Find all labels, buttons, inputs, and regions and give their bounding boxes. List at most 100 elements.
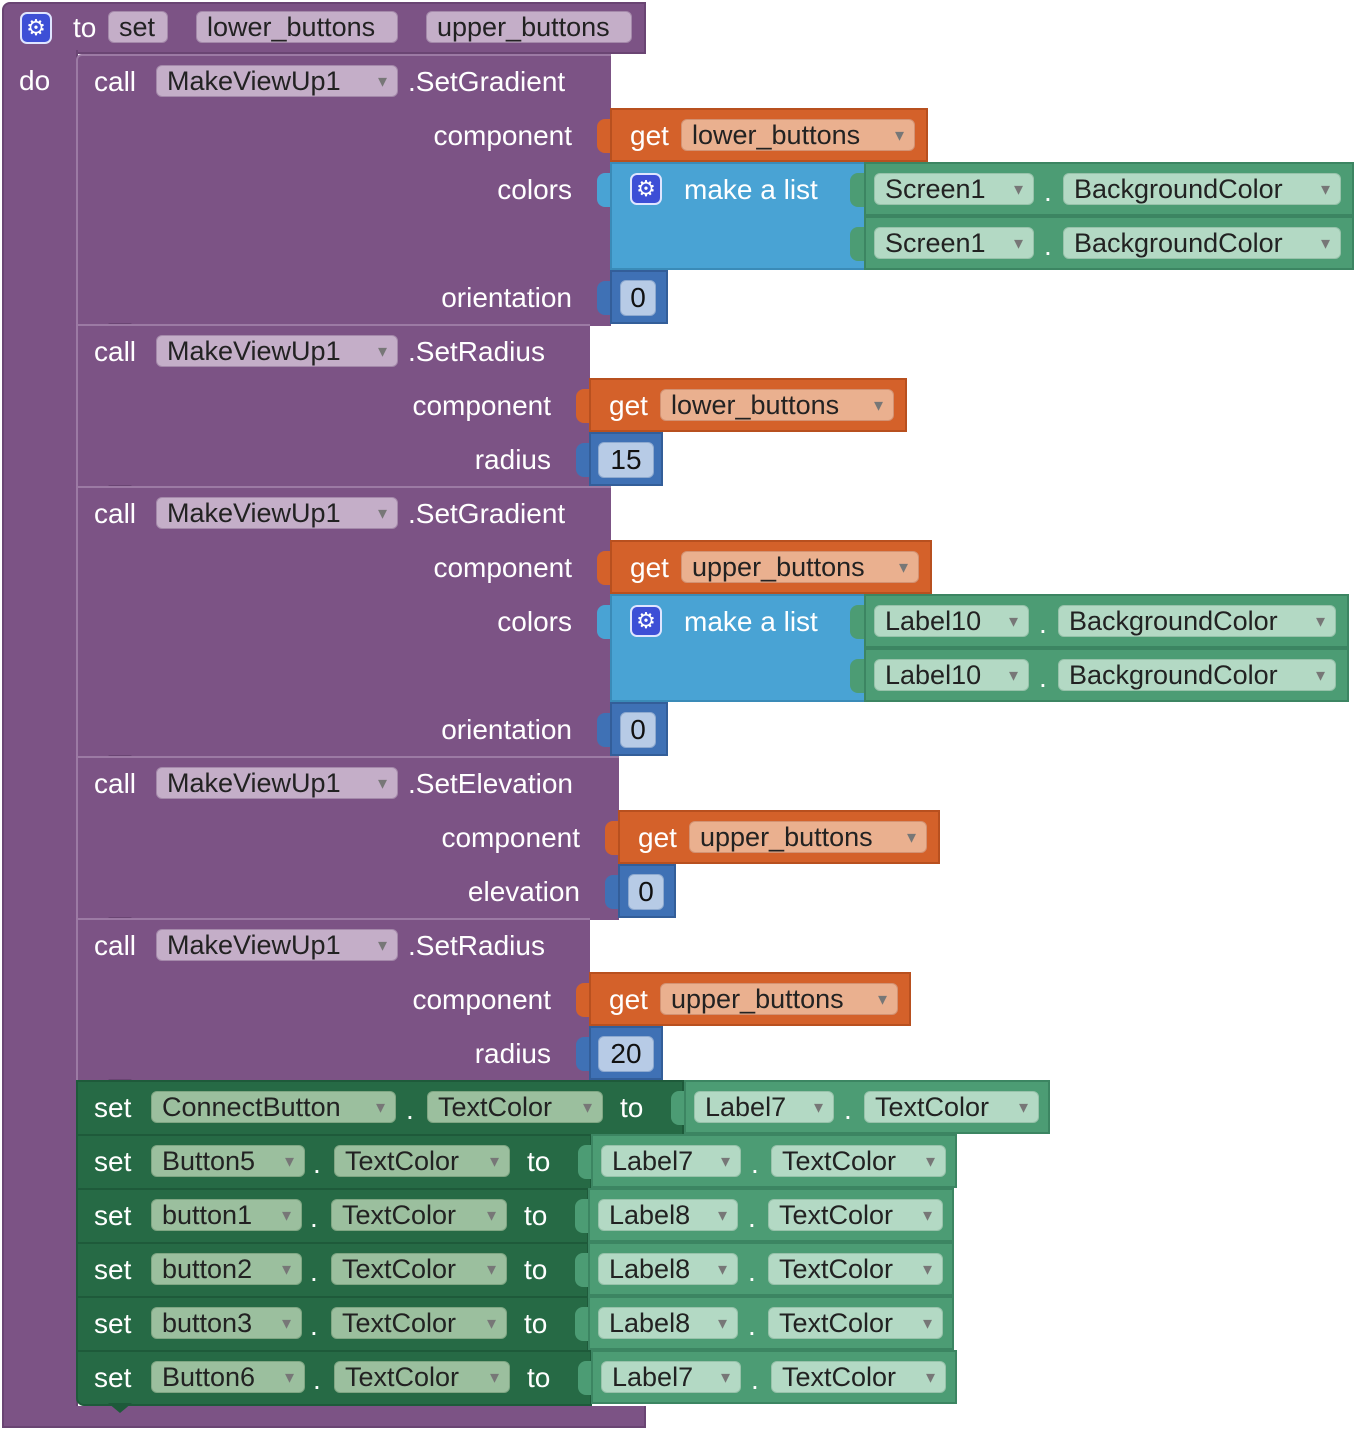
component-dropdown[interactable]: Label8 <box>598 1307 738 1339</box>
component-dropdown[interactable]: MakeViewUp1 <box>156 65 398 97</box>
dot-separator: . <box>1039 662 1047 693</box>
property-dropdown[interactable]: TextColor <box>768 1253 943 1285</box>
component-dropdown[interactable]: MakeViewUp1 <box>156 335 398 367</box>
get-label: get <box>609 390 648 421</box>
component-dropdown[interactable]: Label8 <box>598 1199 738 1231</box>
property-dropdown[interactable]: BackgroundColor <box>1058 659 1336 691</box>
variable-dropdown[interactable]: lower_buttons <box>660 389 894 421</box>
method-label: .SetRadius <box>408 336 545 367</box>
component-dropdown[interactable]: Screen1 <box>874 173 1034 205</box>
component-dropdown[interactable]: Label10 <box>874 605 1029 637</box>
dot-separator: . <box>313 1364 321 1395</box>
orientation-socket-label: orientation <box>441 282 572 313</box>
method-label: .SetGradient <box>408 66 566 97</box>
variable-dropdown[interactable]: upper_buttons <box>689 821 927 853</box>
number-field[interactable]: 0 <box>620 280 656 316</box>
to-label: to <box>527 1146 551 1177</box>
dot-separator: . <box>313 1148 321 1179</box>
set-label: set <box>94 1092 132 1123</box>
socket-connector <box>578 1361 592 1395</box>
variable-dropdown[interactable]: lower_buttons <box>681 119 915 151</box>
property-dropdown[interactable]: TextColor <box>768 1307 943 1339</box>
property-dropdown[interactable]: TextColor <box>771 1145 946 1177</box>
component-dropdown[interactable]: Label7 <box>601 1361 741 1393</box>
socket-connector <box>597 173 611 207</box>
component-dropdown[interactable]: button3 <box>151 1307 302 1339</box>
socket-connector <box>597 551 611 585</box>
colors-socket-label: colors <box>497 174 572 205</box>
component-dropdown[interactable]: MakeViewUp1 <box>156 929 398 961</box>
call-label: call <box>94 66 137 97</box>
get-label: get <box>630 120 669 151</box>
component-dropdown[interactable]: Button6 <box>151 1361 305 1393</box>
component-socket-label: component <box>412 390 551 421</box>
component-dropdown[interactable]: Label10 <box>874 659 1029 691</box>
variable-dropdown[interactable]: upper_buttons <box>660 983 898 1015</box>
block-notch <box>108 1403 132 1413</box>
property-dropdown[interactable]: TextColor <box>864 1091 1039 1123</box>
component-socket-label: component <box>433 552 572 583</box>
set-label: set <box>94 1308 132 1339</box>
component-dropdown[interactable]: button1 <box>151 1199 302 1231</box>
to-label: to <box>527 1362 551 1393</box>
socket-connector <box>576 983 590 1017</box>
component-socket-label: component <box>412 984 551 1015</box>
number-field[interactable]: 0 <box>628 874 664 910</box>
component-socket-label: component <box>441 822 580 853</box>
property-dropdown[interactable]: TextColor <box>771 1361 946 1393</box>
socket-connector <box>576 443 590 477</box>
procedure-name-field[interactable]: set <box>108 11 168 43</box>
component-dropdown[interactable]: MakeViewUp1 <box>156 767 398 799</box>
component-dropdown[interactable]: button2 <box>151 1253 302 1285</box>
socket-connector <box>575 1307 589 1341</box>
get-label: get <box>630 552 669 583</box>
property-dropdown[interactable]: BackgroundColor <box>1058 605 1336 637</box>
socket-connector <box>575 1253 589 1287</box>
property-dropdown[interactable]: TextColor <box>334 1145 510 1177</box>
property-dropdown[interactable]: TextColor <box>768 1199 943 1231</box>
dot-separator: . <box>1044 230 1052 261</box>
call-setgradient-block[interactable] <box>76 54 611 326</box>
procedure-body-spine <box>2 50 78 1428</box>
property-dropdown[interactable]: TextColor <box>331 1253 507 1285</box>
property-dropdown[interactable]: TextColor <box>427 1091 603 1123</box>
property-dropdown[interactable]: TextColor <box>331 1307 507 1339</box>
variable-dropdown[interactable]: upper_buttons <box>681 551 919 583</box>
gear-icon[interactable]: ⚙ <box>20 12 52 44</box>
call-setgradient-block[interactable] <box>76 486 611 758</box>
orientation-socket-label: orientation <box>441 714 572 745</box>
socket-connector <box>850 173 864 207</box>
number-field[interactable]: 20 <box>598 1036 654 1072</box>
dot-separator: . <box>748 1256 756 1287</box>
property-dropdown[interactable]: TextColor <box>331 1199 507 1231</box>
method-label: .SetGradient <box>408 498 566 529</box>
socket-connector <box>578 1145 592 1179</box>
dot-separator: . <box>748 1310 756 1341</box>
component-dropdown[interactable]: Label8 <box>598 1253 738 1285</box>
procedure-do-label: do <box>19 65 51 96</box>
procedure-to-label: to <box>73 12 97 43</box>
number-field[interactable]: 0 <box>620 712 656 748</box>
param-lower-buttons[interactable]: lower_buttons <box>196 11 398 43</box>
param-upper-buttons[interactable]: upper_buttons <box>426 11 632 43</box>
to-label: to <box>620 1092 644 1123</box>
dot-separator: . <box>310 1310 318 1341</box>
dot-separator: . <box>1044 176 1052 207</box>
make-list-label: make a list <box>684 606 818 637</box>
component-dropdown[interactable]: Button5 <box>151 1145 305 1177</box>
property-dropdown[interactable]: TextColor <box>334 1361 510 1393</box>
get-label: get <box>638 822 677 853</box>
component-dropdown[interactable]: Label7 <box>694 1091 834 1123</box>
component-dropdown[interactable]: ConnectButton <box>151 1091 396 1123</box>
property-dropdown[interactable]: BackgroundColor <box>1063 227 1341 259</box>
component-dropdown[interactable]: Label7 <box>601 1145 741 1177</box>
number-field[interactable]: 15 <box>598 442 654 478</box>
component-dropdown[interactable]: MakeViewUp1 <box>156 497 398 529</box>
socket-connector <box>850 605 864 639</box>
property-dropdown[interactable]: BackgroundColor <box>1063 173 1341 205</box>
gear-icon[interactable]: ⚙ <box>630 605 662 637</box>
gear-icon[interactable]: ⚙ <box>630 173 662 205</box>
component-dropdown[interactable]: Screen1 <box>874 227 1034 259</box>
colors-socket-label: colors <box>497 606 572 637</box>
to-label: to <box>524 1254 548 1285</box>
